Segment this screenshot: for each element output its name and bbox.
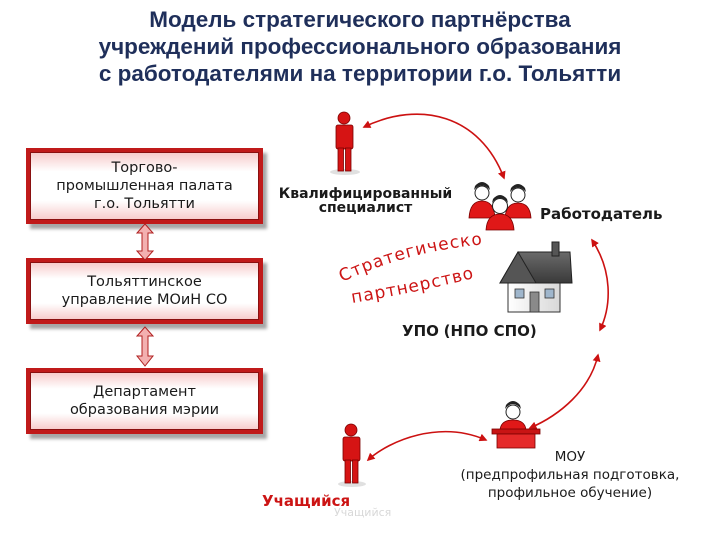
student-person-icon	[338, 423, 366, 487]
specialist-label-line-1: Квалифицированный	[278, 186, 453, 202]
specialist-label-line-2: специалист	[318, 200, 413, 216]
chamber-of-commerce-box: Торгово- промышленная палата г.о. Тольят…	[30, 152, 259, 220]
employer-upo-arrow	[591, 238, 609, 332]
employer-group-icon	[468, 182, 532, 231]
upo-label-paren: (НПО СПО)	[443, 322, 537, 340]
department-line-1: Департамент	[93, 384, 196, 400]
upo-mou-arrow	[528, 353, 601, 430]
partnership-word-1: Стратегическое	[0, 0, 484, 287]
student-label: Учащийся	[262, 492, 351, 510]
mou-student-arrow	[366, 431, 488, 462]
chamber-line-3: г.о. Тольятти	[94, 196, 195, 212]
student-label-shadow: Учащийся	[334, 506, 392, 519]
department-line-2: образования мэрии	[69, 402, 220, 418]
title-line-3: с работодателями на территории г.о. Толь…	[98, 61, 622, 86]
chamber-line-1: Торгово-	[111, 160, 178, 176]
mou-label-line-2: (предпрофильная подготовка,	[460, 467, 680, 483]
employer-label: Работодатель	[540, 205, 663, 223]
specialist-label: Квалифицированный специалист	[268, 187, 463, 215]
page-title: Модель стратегического партнёрства учреж…	[0, 6, 720, 87]
title-line-2: учреждений профессионального образования	[98, 34, 622, 59]
specialist-employer-arrow	[362, 113, 506, 180]
mou-label-line-3: профильное обучение)	[487, 485, 653, 501]
ministry-line-2: управление МОиН СО	[61, 292, 228, 308]
title-line-1: Модель стратегического партнёрства	[149, 7, 571, 32]
mou-label: МОУ (предпрофильная подготовка, профильн…	[420, 448, 720, 502]
upo-label: УПО (НПО СПО)	[402, 322, 537, 340]
ministry-department-double-arrow	[135, 326, 155, 367]
chamber-line-2: промышленная палата	[56, 178, 233, 194]
building-icon	[499, 241, 573, 313]
education-department-box: Департамент образования мэрии	[30, 372, 259, 430]
chamber-ministry-double-arrow	[135, 223, 155, 261]
specialist-person-icon	[330, 111, 360, 175]
education-ministry-box: Тольяттинское управление МОиН СО	[30, 262, 259, 320]
ministry-line-1: Тольяттинское	[87, 274, 202, 290]
mou-label-line-1: МОУ	[554, 449, 586, 465]
student-desk-icon	[491, 401, 541, 449]
upo-label-main: УПО	[402, 322, 439, 340]
